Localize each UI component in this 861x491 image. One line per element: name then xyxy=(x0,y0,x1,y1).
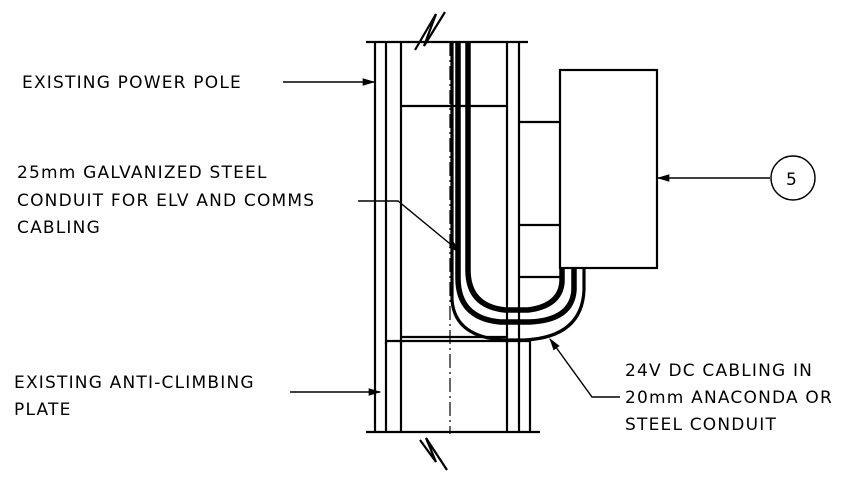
label-dc-line2: 20mm ANACONDA OR xyxy=(625,388,833,408)
anti-climbing-plate xyxy=(366,339,540,471)
label-dc-line1: 24V DC CABLING IN xyxy=(625,361,813,381)
leader-conduit xyxy=(358,200,461,253)
label-plate-line2: PLATE xyxy=(14,400,72,420)
label-conduit-line2: CONDUIT FOR ELV AND COMMS xyxy=(17,191,315,211)
label-dc-line3: STEEL CONDUIT xyxy=(625,415,777,435)
label-power-pole: EXISTING POWER POLE xyxy=(22,73,242,93)
label-conduit-line1: 25mm GALVANIZED STEEL xyxy=(17,163,268,183)
label-plate-line1: EXISTING ANTI-CLIMBING xyxy=(14,373,255,393)
callout-5-circle xyxy=(770,155,816,201)
mounting-brackets xyxy=(519,120,560,279)
leader-dc-cabling xyxy=(549,337,620,398)
equipment-enclosure xyxy=(558,68,659,270)
callout-5-number: 5 xyxy=(786,170,798,190)
label-conduit-line3: CABLING xyxy=(17,218,101,238)
power-pole xyxy=(366,11,528,344)
